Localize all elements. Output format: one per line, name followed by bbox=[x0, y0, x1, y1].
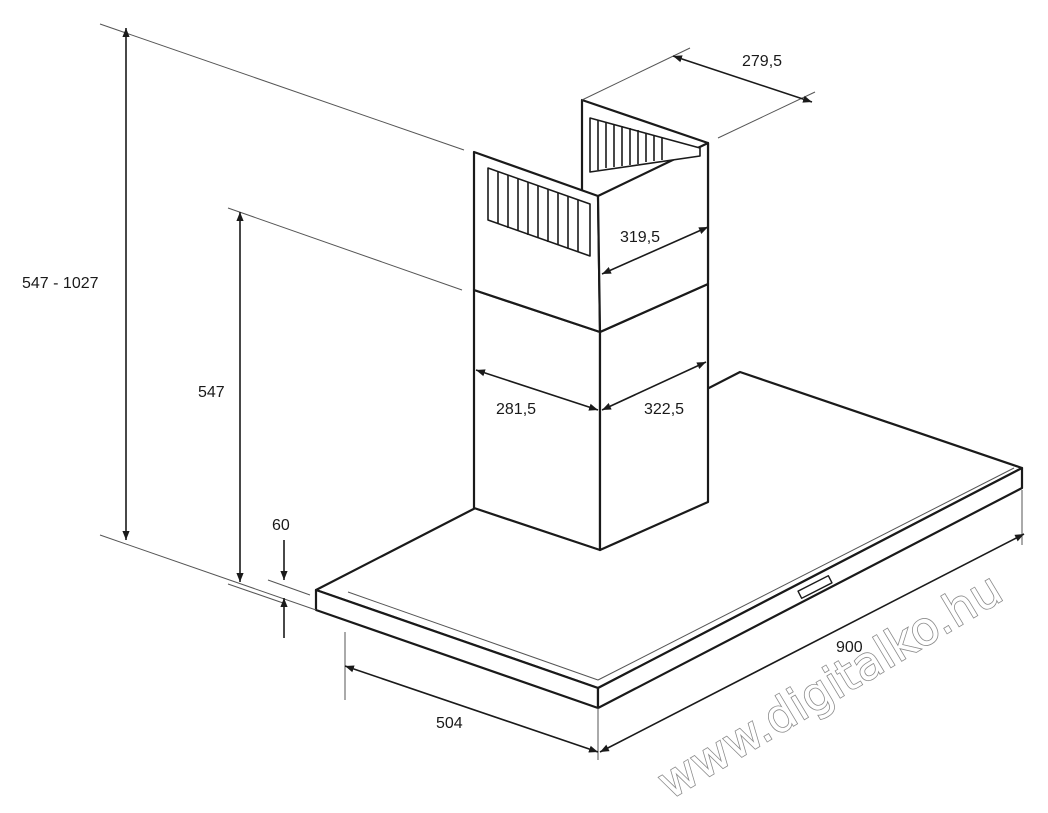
dim-chimney-height: 547 bbox=[198, 384, 225, 401]
dim-lower-depth-line bbox=[475, 369, 599, 411]
dim-canopy-width: 900 bbox=[836, 639, 863, 656]
dim-lower-chimney-width: 322,5 bbox=[644, 401, 684, 418]
dim-lower-chimney-depth: 281,5 bbox=[496, 401, 536, 418]
dim-upper-depth-line bbox=[672, 55, 813, 103]
dim-canopy-width-line bbox=[599, 533, 1025, 753]
dim-canopy-depth-line bbox=[344, 665, 599, 753]
dimension-lines bbox=[122, 28, 1025, 753]
dim-canopy-depth: 504 bbox=[436, 715, 463, 732]
dim-lower-width-line bbox=[601, 361, 707, 411]
dim-upper-chimney-depth: 279,5 bbox=[742, 53, 782, 70]
dim-upper-width-line bbox=[601, 226, 709, 275]
dim-canopy-thickness: 60 bbox=[272, 517, 290, 534]
dim-upper-chimney-width: 319,5 bbox=[620, 229, 660, 246]
dimension-labels: 547 - 1027 547 60 279,5 319,5 281,5 322,… bbox=[22, 53, 863, 732]
vent-grille-back bbox=[589, 117, 701, 173]
lower-chimney-front bbox=[472, 288, 602, 552]
vent-grille-front bbox=[487, 167, 591, 257]
dim-total-height: 547 - 1027 bbox=[22, 275, 99, 292]
chimney bbox=[472, 98, 710, 552]
